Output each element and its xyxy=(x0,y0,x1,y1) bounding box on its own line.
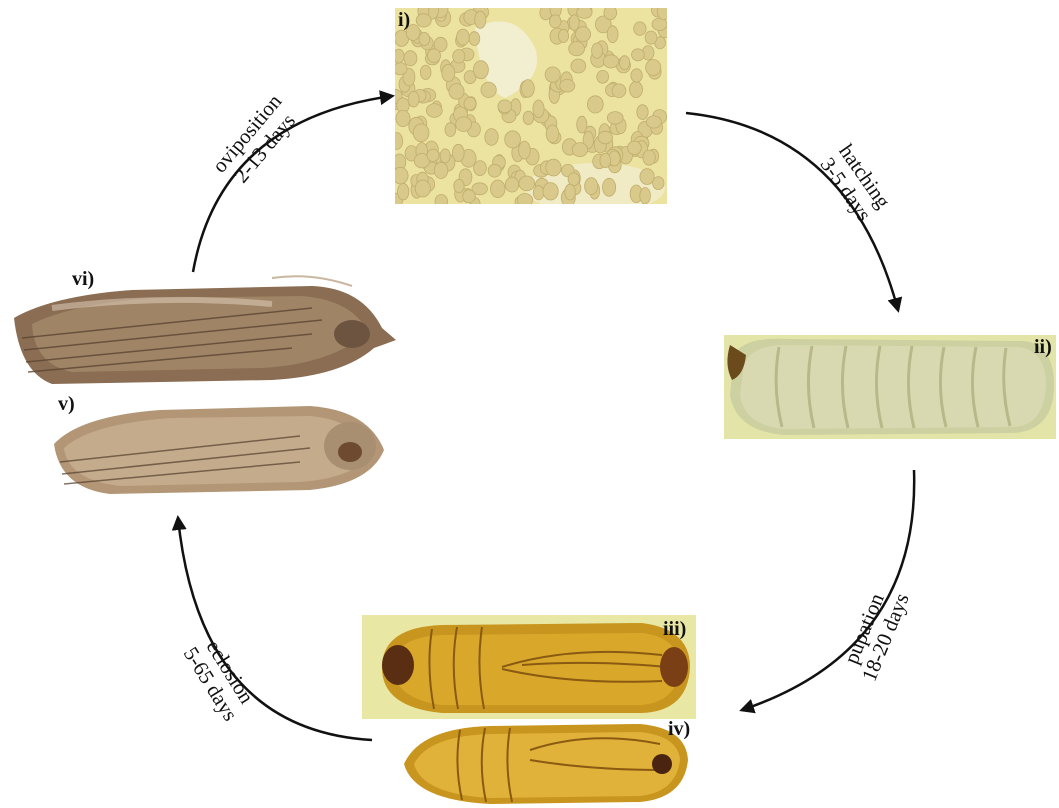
cycle-arrows xyxy=(0,0,1059,808)
